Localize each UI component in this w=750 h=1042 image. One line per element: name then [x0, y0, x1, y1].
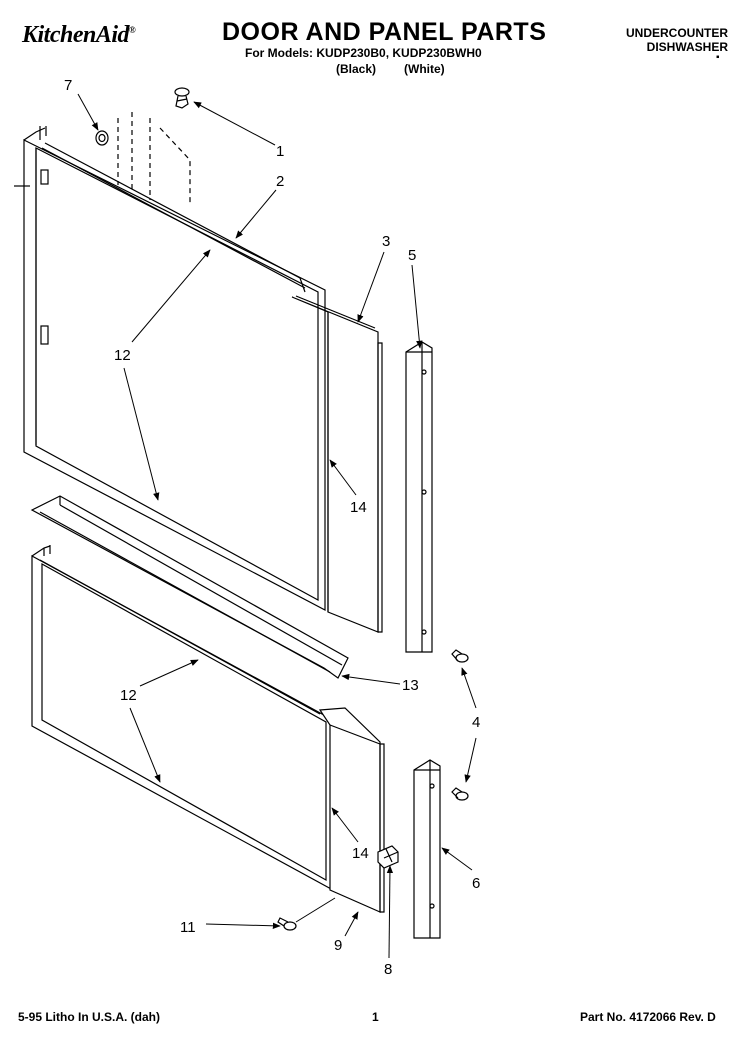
corner-mark: ▪ — [716, 52, 720, 63]
page-title: DOOR AND PANEL PARTS — [222, 18, 547, 46]
upper-door-panel — [14, 126, 326, 611]
lower-panel-insert — [318, 707, 385, 913]
callout-7: 7 — [64, 77, 72, 94]
brand-name: KitchenAid — [22, 22, 130, 48]
color-black-label: (Black) — [336, 62, 377, 76]
screw-top — [174, 87, 190, 109]
callout-14-upper: 14 — [350, 499, 367, 516]
upper-panel-bracket-mid — [40, 325, 49, 345]
registered-mark: ® — [129, 25, 136, 35]
clip-7 — [95, 130, 109, 146]
models-line: For Models: KUDP230B0, KUDP230BWH0 — [245, 46, 482, 60]
screw-11 — [277, 917, 297, 931]
right-side-strip-upper — [405, 341, 433, 653]
callout-2: 2 — [276, 173, 284, 190]
product-type: UNDERCOUNTER DISHWASHER — [560, 26, 728, 54]
color-white-label: (White) — [404, 62, 445, 76]
callout-12-lower: 12 — [120, 687, 137, 704]
callout-8: 8 — [384, 961, 392, 978]
print-info: 5-95 Litho In U.S.A. (dah) — [18, 1010, 161, 1024]
screw-4-lower — [451, 787, 469, 801]
callout-14-lower: 14 — [352, 845, 369, 862]
callout-3: 3 — [382, 233, 390, 250]
screw-4-upper — [451, 649, 469, 663]
callout-6: 6 — [472, 875, 480, 892]
upper-panel-bracket-top — [40, 169, 49, 185]
callout-1: 1 — [276, 143, 284, 160]
hidden-lines — [117, 112, 191, 205]
callout-13: 13 — [402, 677, 419, 694]
callout-9: 9 — [334, 937, 342, 954]
callout-leaders — [77, 93, 477, 959]
callout-labels: 1 7 2 3 5 12 14 13 4 12 14 6 11 9 8 — [64, 77, 480, 978]
part-number: Part No. 4172066 Rev. D — [580, 1010, 716, 1024]
product-line-2: DISHWASHER — [646, 40, 728, 54]
right-side-strip-lower — [413, 759, 441, 939]
callout-5: 5 — [408, 247, 416, 264]
bottom-trim-strip — [30, 495, 349, 679]
page-number: 1 — [372, 1010, 379, 1024]
callout-11: 11 — [180, 919, 196, 936]
callout-4: 4 — [472, 714, 480, 731]
product-line-1: UNDERCOUNTER — [626, 26, 728, 40]
lower-access-panel — [31, 545, 334, 892]
brand-logo: KitchenAid® — [22, 22, 136, 49]
top-trim-strip — [41, 142, 306, 293]
callout-12-upper: 12 — [114, 347, 131, 364]
bracket — [377, 845, 399, 869]
